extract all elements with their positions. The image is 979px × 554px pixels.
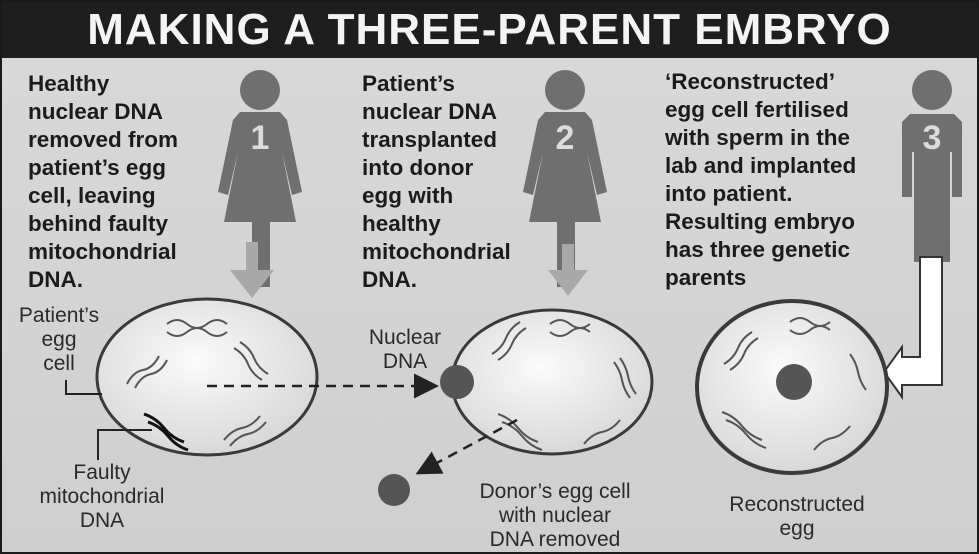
implant-arrow-icon xyxy=(882,256,943,401)
woman-figure-2-icon: 2 xyxy=(523,70,607,287)
donor-egg-cell xyxy=(450,308,654,456)
donor-egg-label: Donor’s egg cell with nuclear DNA remove… xyxy=(479,480,631,551)
patients-egg-cell-label: Patient’s egg cell xyxy=(18,304,100,375)
mito-dna-icon xyxy=(223,415,267,447)
reconstructed-egg-label: Reconstructed egg xyxy=(729,493,865,540)
removed-nucleus-blob-icon xyxy=(378,474,410,506)
nuclear-dna-label: Nuclear DNA xyxy=(368,326,442,373)
step-1-text: Healthy nuclear DNA removed from patient… xyxy=(28,71,179,292)
faulty-mito-dna-label: Faulty mitochondrial DNA xyxy=(39,461,165,532)
woman-figure-1-icon: 1 xyxy=(218,70,302,287)
nuclear-dna-blob-icon xyxy=(440,365,474,399)
step-number-2: 2 xyxy=(556,119,575,157)
patient-egg-cell xyxy=(95,297,319,457)
step-number-3: 3 xyxy=(923,119,942,157)
nucleus-icon xyxy=(776,364,812,400)
page-title: MAKING A THREE-PARENT EMBRYO xyxy=(2,2,977,58)
step-number-1: 1 xyxy=(251,119,270,157)
step-2-text: Patient’s nuclear DNA transplanted into … xyxy=(362,71,511,292)
mito-dna-icon xyxy=(126,355,168,389)
leader-line xyxy=(65,380,102,395)
step-3-text: ‘Reconstructed’ egg cell fertilised with… xyxy=(665,69,857,290)
woman-figure-3-icon: 3 xyxy=(902,70,962,262)
faulty-mito-dna-icon xyxy=(143,412,189,452)
down-arrow-icon xyxy=(548,244,588,296)
down-arrow-icon xyxy=(230,242,274,298)
reconstructed-egg-cell xyxy=(695,299,889,475)
leader-line xyxy=(97,429,152,460)
mito-dna-icon xyxy=(233,341,269,381)
mito-dna-icon xyxy=(166,319,228,337)
removal-arrow-icon xyxy=(415,418,518,475)
